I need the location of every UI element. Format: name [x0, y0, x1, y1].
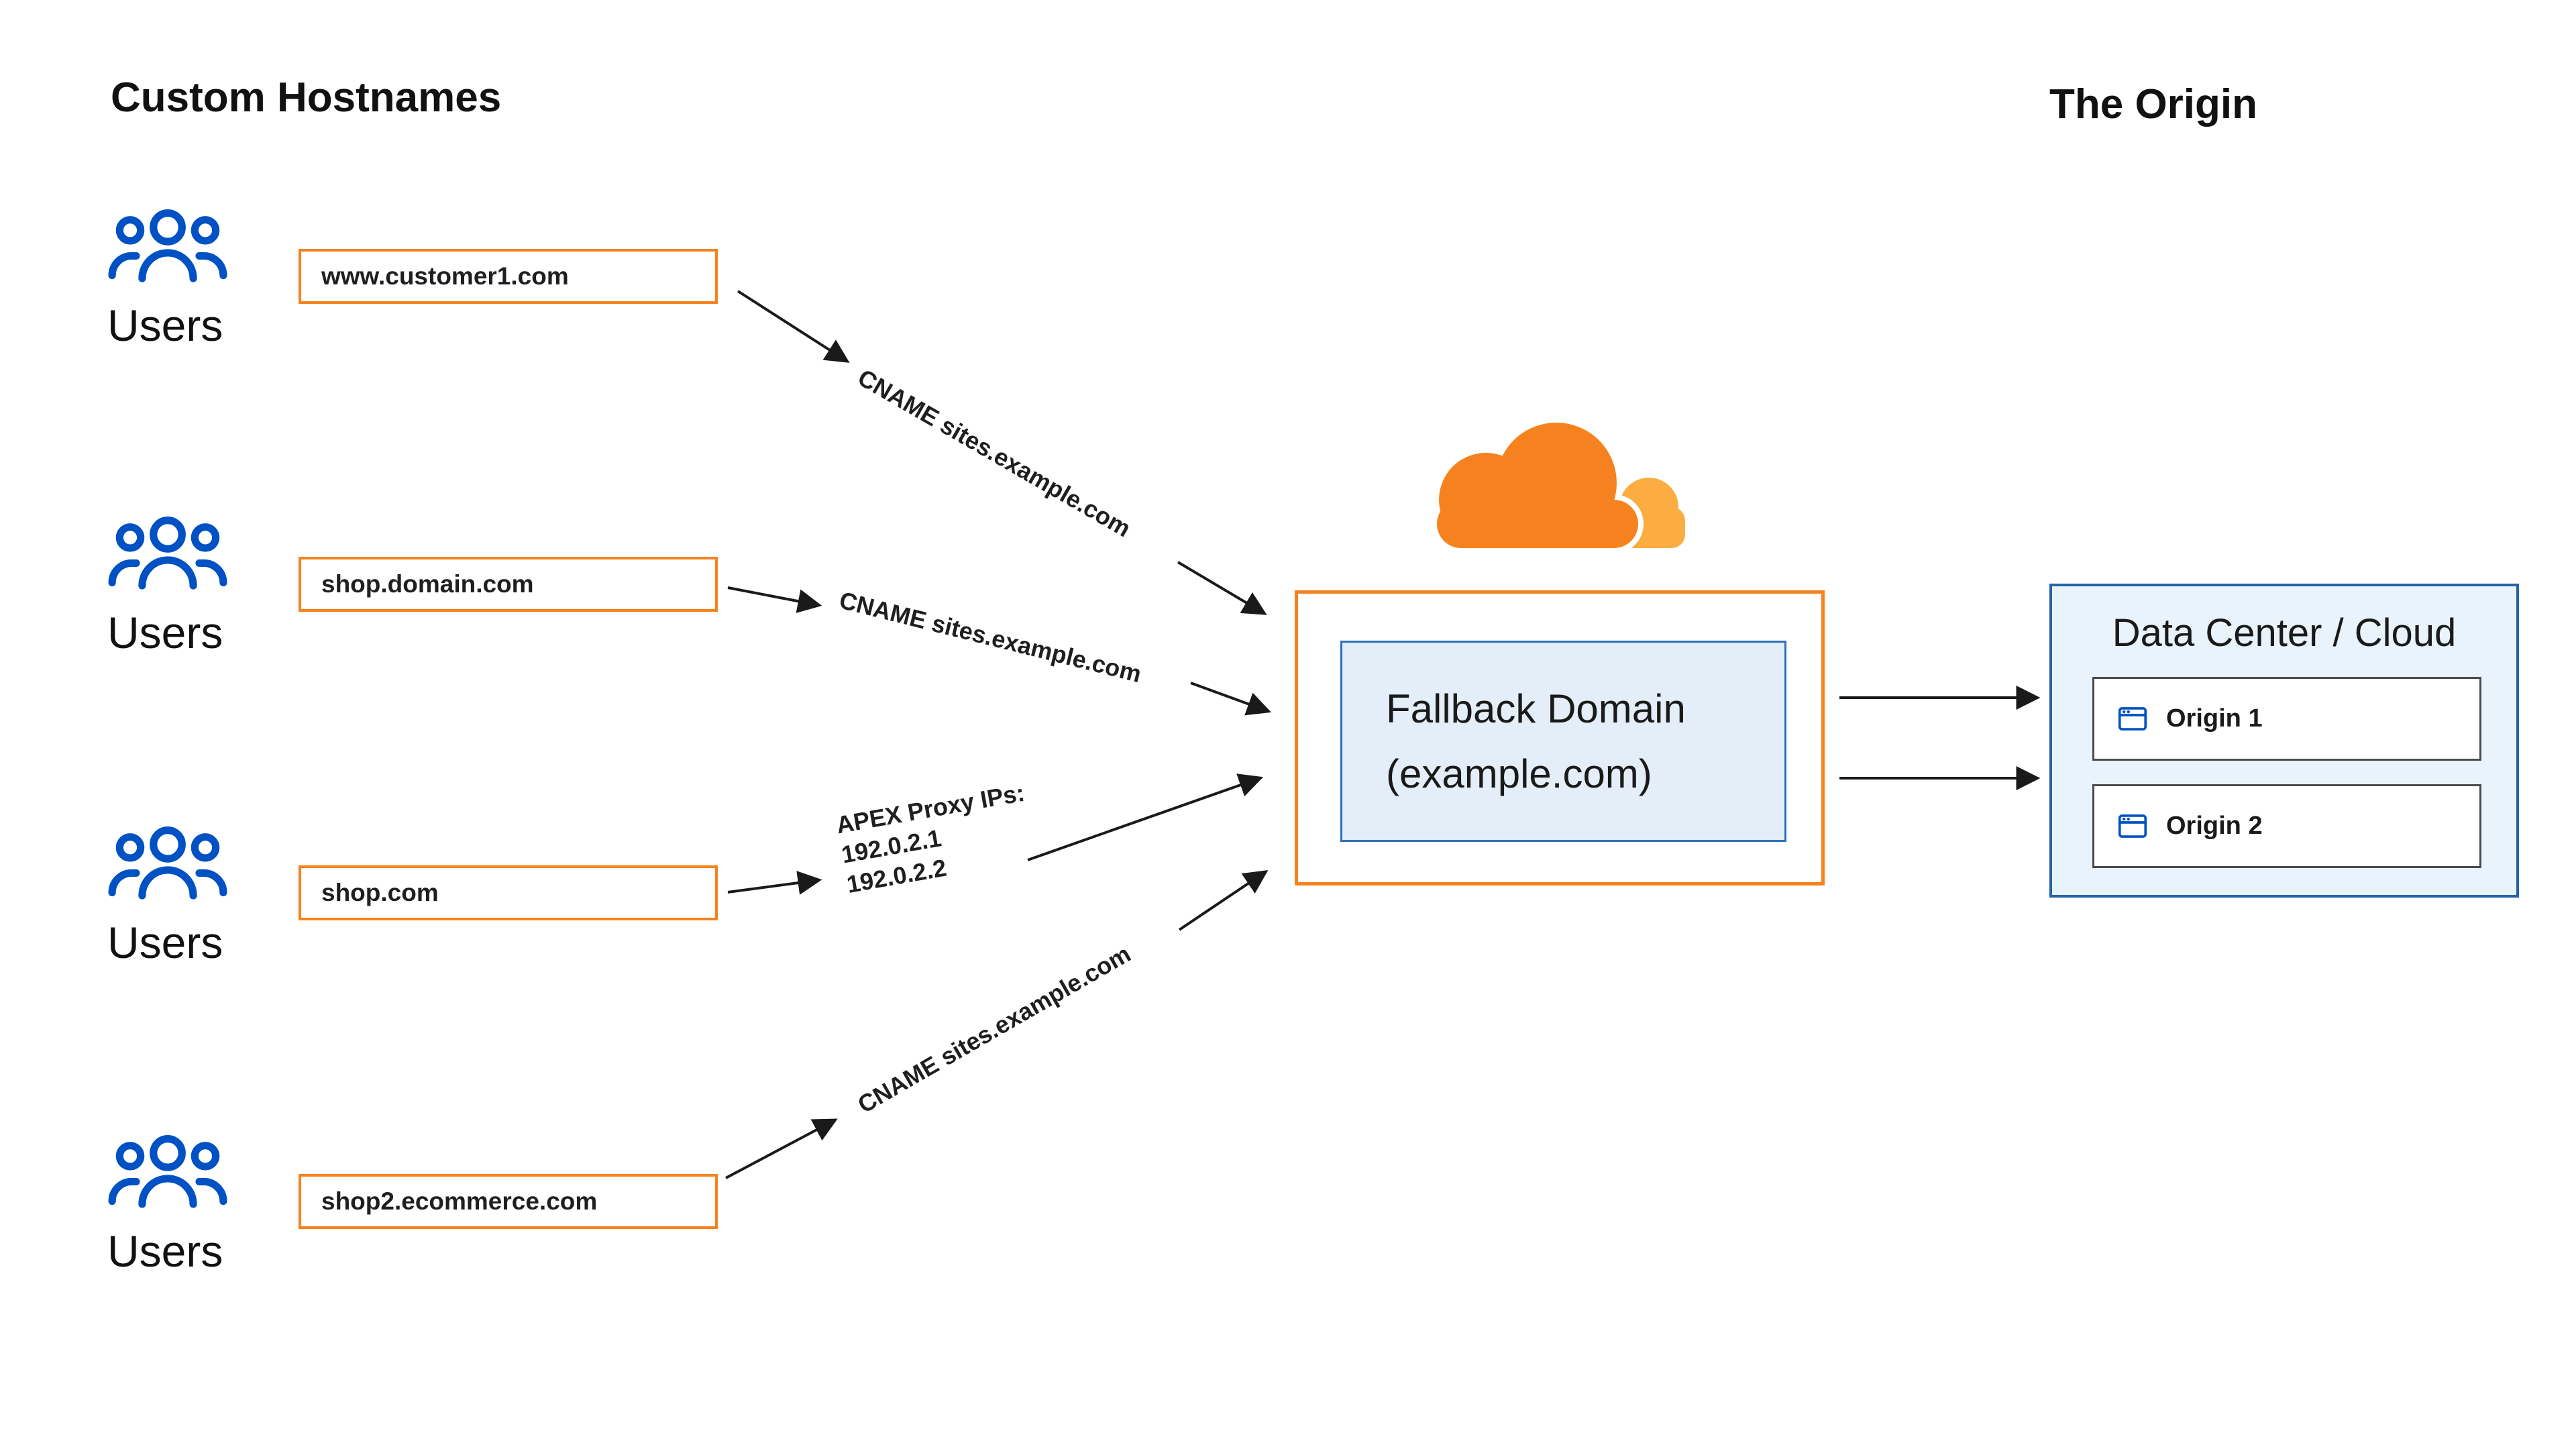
- arrow-customer1-to-fallback: [737, 290, 1267, 615]
- users-label: Users: [107, 918, 223, 967]
- fallback-domain-box: Fallback Domain (example.com): [1340, 641, 1786, 842]
- origin-2-row: Origin 2: [2092, 784, 2481, 868]
- users-group-icon: [108, 1135, 227, 1208]
- users-group-icon: [108, 517, 227, 590]
- fallback-domain-outer-box: Fallback Domain (example.com): [1295, 590, 1825, 885]
- the-origin-heading: The Origin: [2049, 81, 2257, 127]
- fallback-domain-line1: Fallback Domain: [1386, 686, 1686, 731]
- users-label: Users: [107, 301, 223, 350]
- arrow-shopdomain-to-fallback: [727, 586, 1272, 716]
- users-group-4: Users: [107, 1135, 255, 1277]
- cloudflare-logo: [1432, 417, 1685, 553]
- users-group-2: Users: [107, 517, 255, 658]
- hostname-box-customer1: www.customer1.com: [299, 249, 718, 304]
- browser-window-icon: [2118, 814, 2147, 838]
- hostname-box-shop2-ecommerce: shop2.ecommerce.com: [299, 1174, 718, 1229]
- hostname-box-shop: shop.com: [299, 865, 718, 920]
- custom-hostnames-heading: Custom Hostnames: [111, 74, 502, 121]
- data-center-box: Data Center / Cloud Origin 1: [2049, 584, 2519, 898]
- users-label: Users: [107, 1226, 223, 1276]
- origin-2-label: Origin 2: [2166, 812, 2263, 840]
- users-group-icon: [108, 209, 227, 282]
- hostname-box-shop-domain: shop.domain.com: [299, 557, 718, 612]
- data-center-title: Data Center / Cloud: [2112, 611, 2457, 655]
- arrow-shop-apex-to-fallback: [727, 773, 1264, 895]
- users-group-3: Users: [107, 826, 255, 968]
- users-group-icon: [108, 826, 227, 900]
- browser-window-icon: [2118, 707, 2147, 731]
- origin-1-row: Origin 1: [2092, 677, 2481, 761]
- origin-1-label: Origin 1: [2166, 704, 2263, 733]
- arrow-shop2-to-fallback: [725, 869, 1269, 1179]
- users-group-1: Users: [107, 209, 255, 351]
- users-label: Users: [107, 608, 223, 657]
- fallback-domain-line2: (example.com): [1386, 751, 1652, 796]
